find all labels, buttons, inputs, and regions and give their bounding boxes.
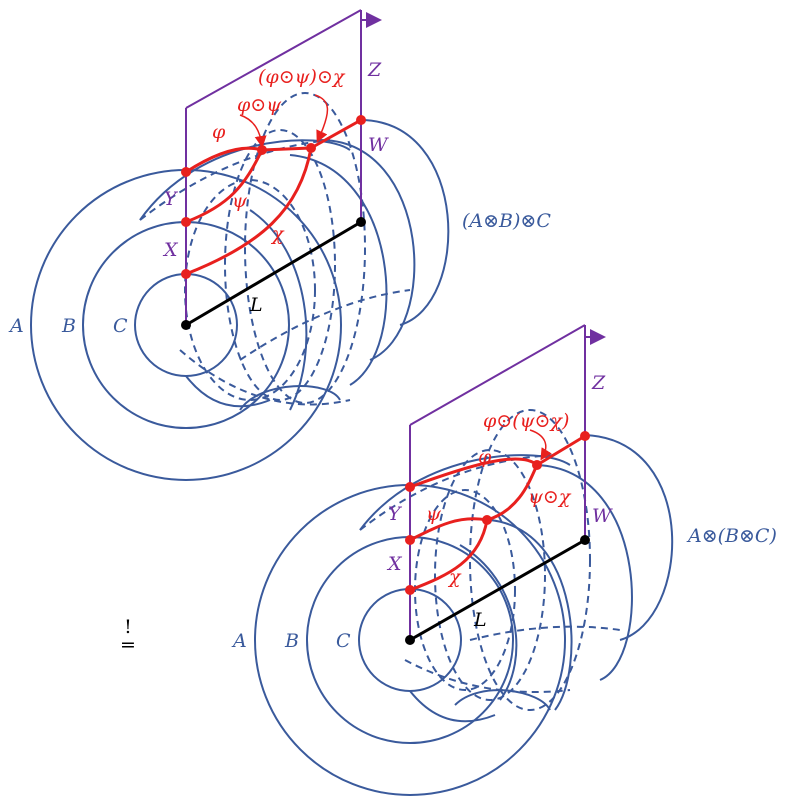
top-chi-line — [185, 147, 313, 276]
bottom-psi-chi-label: ψ⊙χ — [528, 486, 572, 508]
bottom-phi-line — [409, 457, 538, 489]
bottom-chi-line — [409, 519, 489, 592]
top-circles — [30, 139, 351, 481]
top-chi-label: χ — [270, 223, 285, 245]
top-phi-label: φ — [212, 121, 226, 143]
bottom-chi-label: χ — [447, 566, 462, 588]
bottom-axis — [405, 535, 590, 645]
bottom-psi-line — [409, 517, 488, 542]
top-psi-label: ψ — [232, 190, 248, 212]
bottom-circle-B-label: B — [284, 630, 299, 652]
top-axis-label: L — [249, 294, 263, 316]
bottom-morphisms — [409, 429, 586, 592]
bottom-plane-label-Z: Z — [591, 372, 606, 394]
top-morphisms — [185, 94, 362, 276]
relation-equals: = — [120, 634, 136, 656]
bottom-full-label: φ⊙(ψ⊙χ) — [483, 410, 569, 432]
top-circle-C-label: C — [113, 315, 128, 337]
top-axis — [181, 217, 366, 330]
top-circle-B-label: B — [61, 315, 76, 337]
top-phi-psi-label: φ⊙ψ — [237, 94, 282, 116]
top-plane-label-Z: Z — [367, 59, 382, 81]
bottom-psi-label: ψ — [426, 503, 442, 525]
top-diagram: A B C L Y X Z W φ ψ χ φ⊙ψ (φ⊙ψ)⊙χ (A⊗B)⊗… — [8, 9, 551, 481]
bottom-circle-C-label: C — [336, 630, 351, 652]
relation-symbol: ! = — [120, 616, 136, 656]
bottom-plane-label-X: X — [386, 553, 403, 575]
bottom-psi-chi-line — [486, 464, 539, 522]
top-phi-line — [185, 146, 263, 174]
bottom-morphism-dots — [405, 431, 590, 595]
top-plane-label-W: W — [368, 134, 389, 156]
relation-exclamation: ! — [124, 616, 132, 638]
bottom-right-shells — [454, 434, 674, 711]
top-plane — [185, 9, 382, 325]
top-back-surfaces — [139, 92, 411, 406]
top-circle-A-label: A — [8, 315, 24, 337]
top-title: (A⊗B)⊗C — [462, 210, 551, 232]
bottom-title: A⊗(B⊗C) — [686, 525, 777, 547]
top-axis-start-dot — [181, 320, 191, 330]
bottom-phi-label: φ — [478, 446, 492, 468]
bottom-diagram: A B C L Y X Z W φ ψ χ ψ⊙χ φ⊙(ψ⊙χ) A⊗(B⊗C… — [231, 324, 777, 796]
top-axis-end-dot — [356, 217, 366, 227]
bottom-circles — [254, 454, 571, 796]
top-morphism-dots — [181, 115, 366, 279]
top-full-label: (φ⊙ψ)⊙χ — [258, 66, 346, 88]
bottom-axis-label: L — [473, 609, 487, 631]
top-right-shells — [239, 119, 450, 411]
bottom-plane — [409, 324, 606, 640]
bottom-axis-start-dot — [405, 635, 415, 645]
bottom-circle-A-label: A — [231, 630, 247, 652]
top-plane-label-X: X — [162, 239, 179, 261]
top-plane-label-Y: Y — [164, 188, 179, 210]
bottom-axis-end-dot — [580, 535, 590, 545]
bottom-plane-label-W: W — [592, 505, 613, 527]
bottom-plane-label-Y: Y — [388, 503, 403, 525]
top-psi-line — [185, 149, 264, 224]
bottom-back-surfaces — [359, 409, 621, 711]
